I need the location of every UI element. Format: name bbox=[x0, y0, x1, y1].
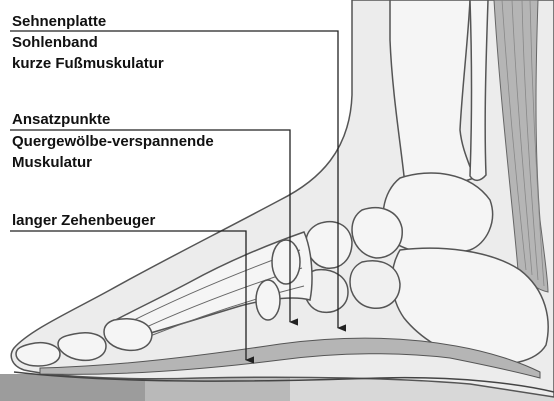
label-kurze-fussmuskulatur: kurze Fußmuskulatur bbox=[12, 54, 164, 73]
navicular-bone bbox=[352, 208, 402, 258]
tibia-bone bbox=[390, 0, 474, 186]
label-ansatzpunkte: Ansatzpunkte bbox=[12, 110, 110, 129]
label-sehnenplatte: Sehnenplatte bbox=[12, 12, 106, 31]
label-muskulatur: Muskulatur bbox=[12, 153, 92, 172]
label-langer-zehenbeuger: langer Zehenbeuger bbox=[12, 211, 155, 230]
cuboid-bone bbox=[350, 261, 400, 308]
joint-2 bbox=[256, 280, 280, 320]
joint-1 bbox=[272, 240, 300, 284]
label-quergewoelbe: Quergewölbe-verspannende bbox=[12, 132, 214, 151]
fibula-bone bbox=[470, 0, 488, 180]
cuneiform-bone-1 bbox=[306, 222, 352, 269]
label-sohlenband: Sohlenband bbox=[12, 33, 98, 52]
